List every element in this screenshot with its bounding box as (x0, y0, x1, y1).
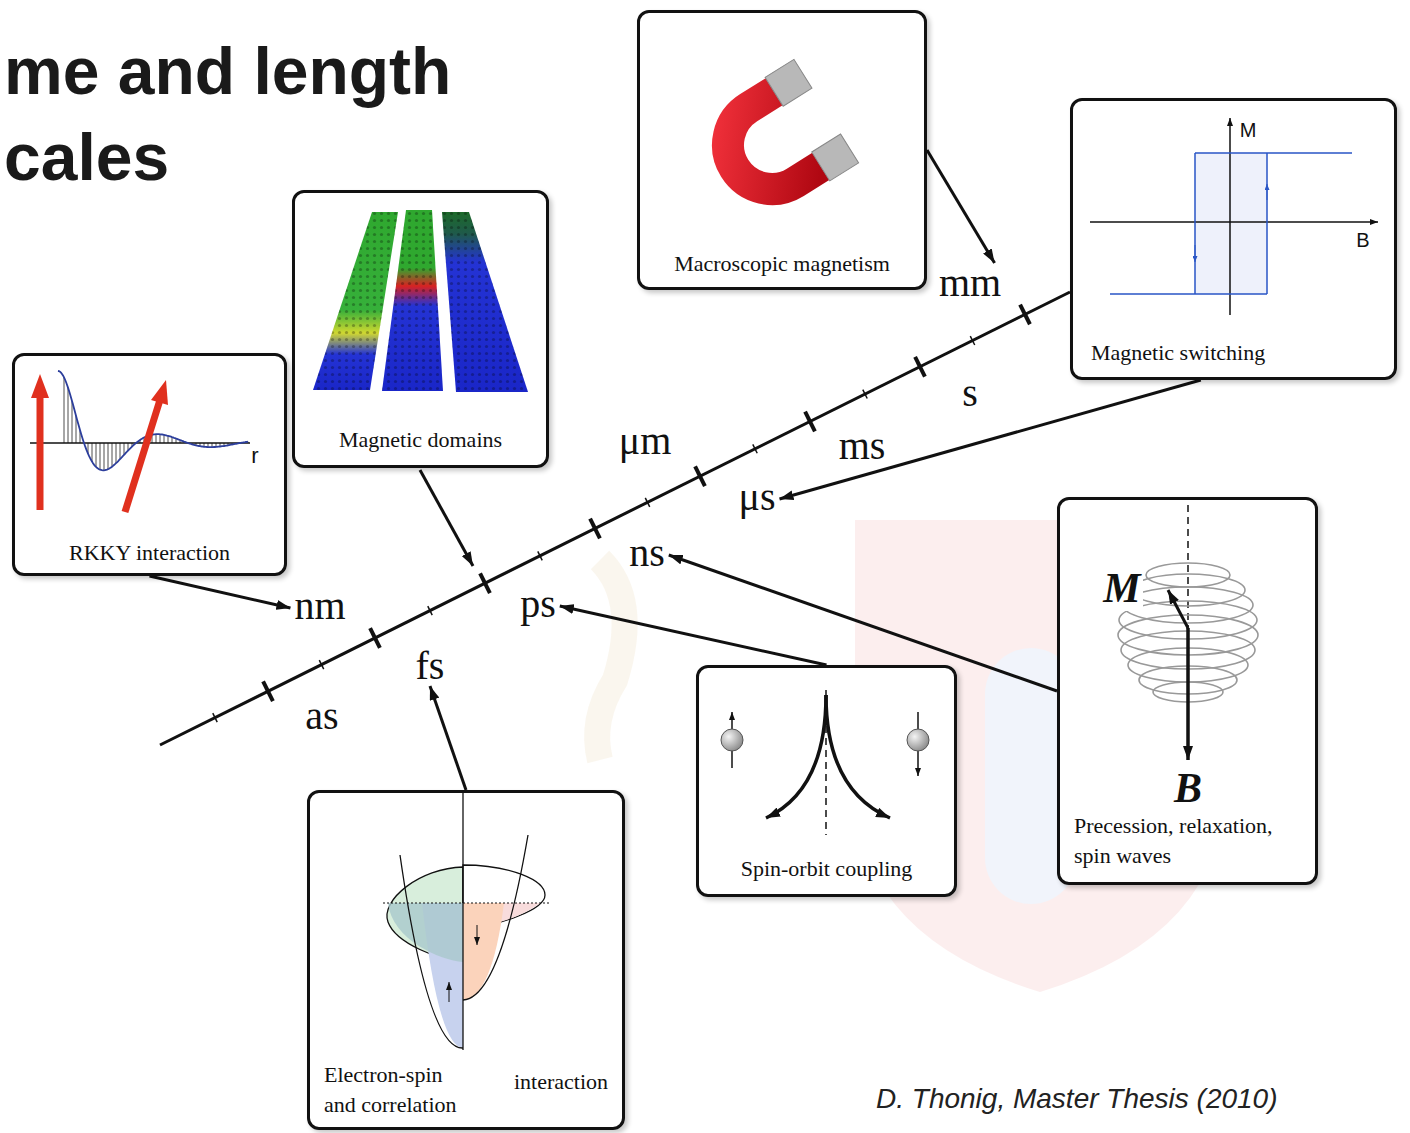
spin-orbit-sketch (721, 690, 929, 835)
scale-arrow (150, 576, 291, 608)
vector-label: B (1174, 765, 1202, 811)
hatch-stroke (112, 443, 113, 467)
tick-text: fs (416, 643, 445, 688)
tick-text: nm (294, 583, 345, 628)
scale-arrow (780, 380, 1201, 499)
major-tick (590, 519, 600, 539)
axis-label: r (251, 444, 258, 468)
hatch-stroke (124, 443, 125, 455)
time-tick-label: as (305, 694, 338, 738)
tick-text: mm (939, 260, 1001, 305)
box-label: Magnetic domains (295, 425, 546, 455)
hatch-stroke (164, 435, 165, 443)
domains-leader (420, 470, 473, 566)
scale-arrow (430, 686, 466, 790)
domain-rods (313, 210, 528, 392)
hysteresis-loop (1090, 118, 1378, 315)
figure-caption: D. Thonig, Master Thesis (2010) (876, 1082, 1278, 1116)
hatch-stroke (96, 443, 97, 467)
minor-tick (753, 444, 757, 453)
scale-box: Macroscopic magnetism (637, 10, 927, 290)
major-tick (695, 466, 705, 486)
horseshoe-magnet (702, 59, 858, 220)
scale-box: Precession, relaxation, spin waves (1057, 497, 1318, 885)
minor-tick (970, 336, 974, 345)
major-tick (263, 681, 273, 701)
hatch-stroke (68, 388, 69, 443)
major-tick (480, 573, 490, 593)
time-tick-label: ms (839, 424, 886, 468)
hatch-stroke (116, 443, 117, 463)
time-tick-label: s (962, 371, 978, 415)
tick-text: ps (520, 581, 556, 626)
scale-tick-label: nm (290, 586, 349, 626)
major-tick (370, 628, 380, 648)
hatch-stroke (104, 443, 105, 470)
scale-tick-label: μs (734, 477, 779, 517)
minor-tick (863, 390, 867, 399)
scale-tick-label: ps (516, 584, 560, 624)
hatch-stroke (64, 377, 65, 443)
hatch-stroke (100, 443, 101, 470)
minor-tick (645, 498, 649, 507)
box-label: interaction (488, 1067, 608, 1097)
box-label: Spin-orbit coupling (699, 854, 954, 884)
major-tick (1020, 305, 1030, 325)
box-label: Macroscopic magnetism (640, 249, 924, 279)
scale-arrow (927, 150, 995, 263)
scale-axis (160, 292, 1070, 745)
precession-sphere (1118, 505, 1258, 760)
hatch-stroke (92, 443, 93, 462)
diagram-title: me and length cales (4, 28, 494, 200)
scale-box: RKKY interaction (12, 353, 287, 576)
hatch-stroke (72, 401, 73, 443)
box-label: RKKY interaction (15, 538, 284, 568)
scale-tick-label: mm (935, 263, 1005, 303)
scale-tick-label: fs (412, 646, 449, 686)
axis-label: M (1240, 119, 1257, 141)
hatch-stroke (156, 434, 157, 443)
scale-box: Magnetic switching (1070, 98, 1397, 380)
band-structure (383, 792, 550, 1050)
scale-box: Spin-orbit coupling (696, 665, 957, 897)
minor-tick (319, 660, 323, 669)
length-tick-label: μm (619, 419, 672, 463)
scale-arrow (560, 606, 827, 665)
tick-text: μs (738, 474, 775, 519)
box-label: Precession, relaxation, spin waves (1074, 811, 1314, 871)
axis-label: B (1356, 229, 1369, 251)
minor-tick (213, 713, 217, 722)
scale-arrow (669, 555, 1057, 691)
scale-tick-label: ns (625, 533, 669, 573)
box-label: Magnetic switching (1091, 338, 1381, 368)
rkky-oscillation (30, 371, 250, 512)
box-label: Electron-spin and correlation (324, 1060, 478, 1120)
vector-label: M (1101, 565, 1142, 611)
minor-tick (538, 551, 542, 560)
major-tick (805, 412, 815, 432)
tick-text: ns (629, 530, 665, 575)
box-fills (12, 10, 1397, 1131)
major-tick (915, 357, 925, 377)
hatch-stroke (120, 443, 121, 459)
hatch-stroke (160, 434, 161, 443)
scale-box: Electron-spin and correlation interaction (307, 790, 625, 1130)
scale-box: Magnetic domains (292, 190, 549, 468)
hatch-stroke (108, 443, 109, 469)
minor-tick (428, 606, 432, 615)
hatch-stroke (168, 436, 169, 443)
